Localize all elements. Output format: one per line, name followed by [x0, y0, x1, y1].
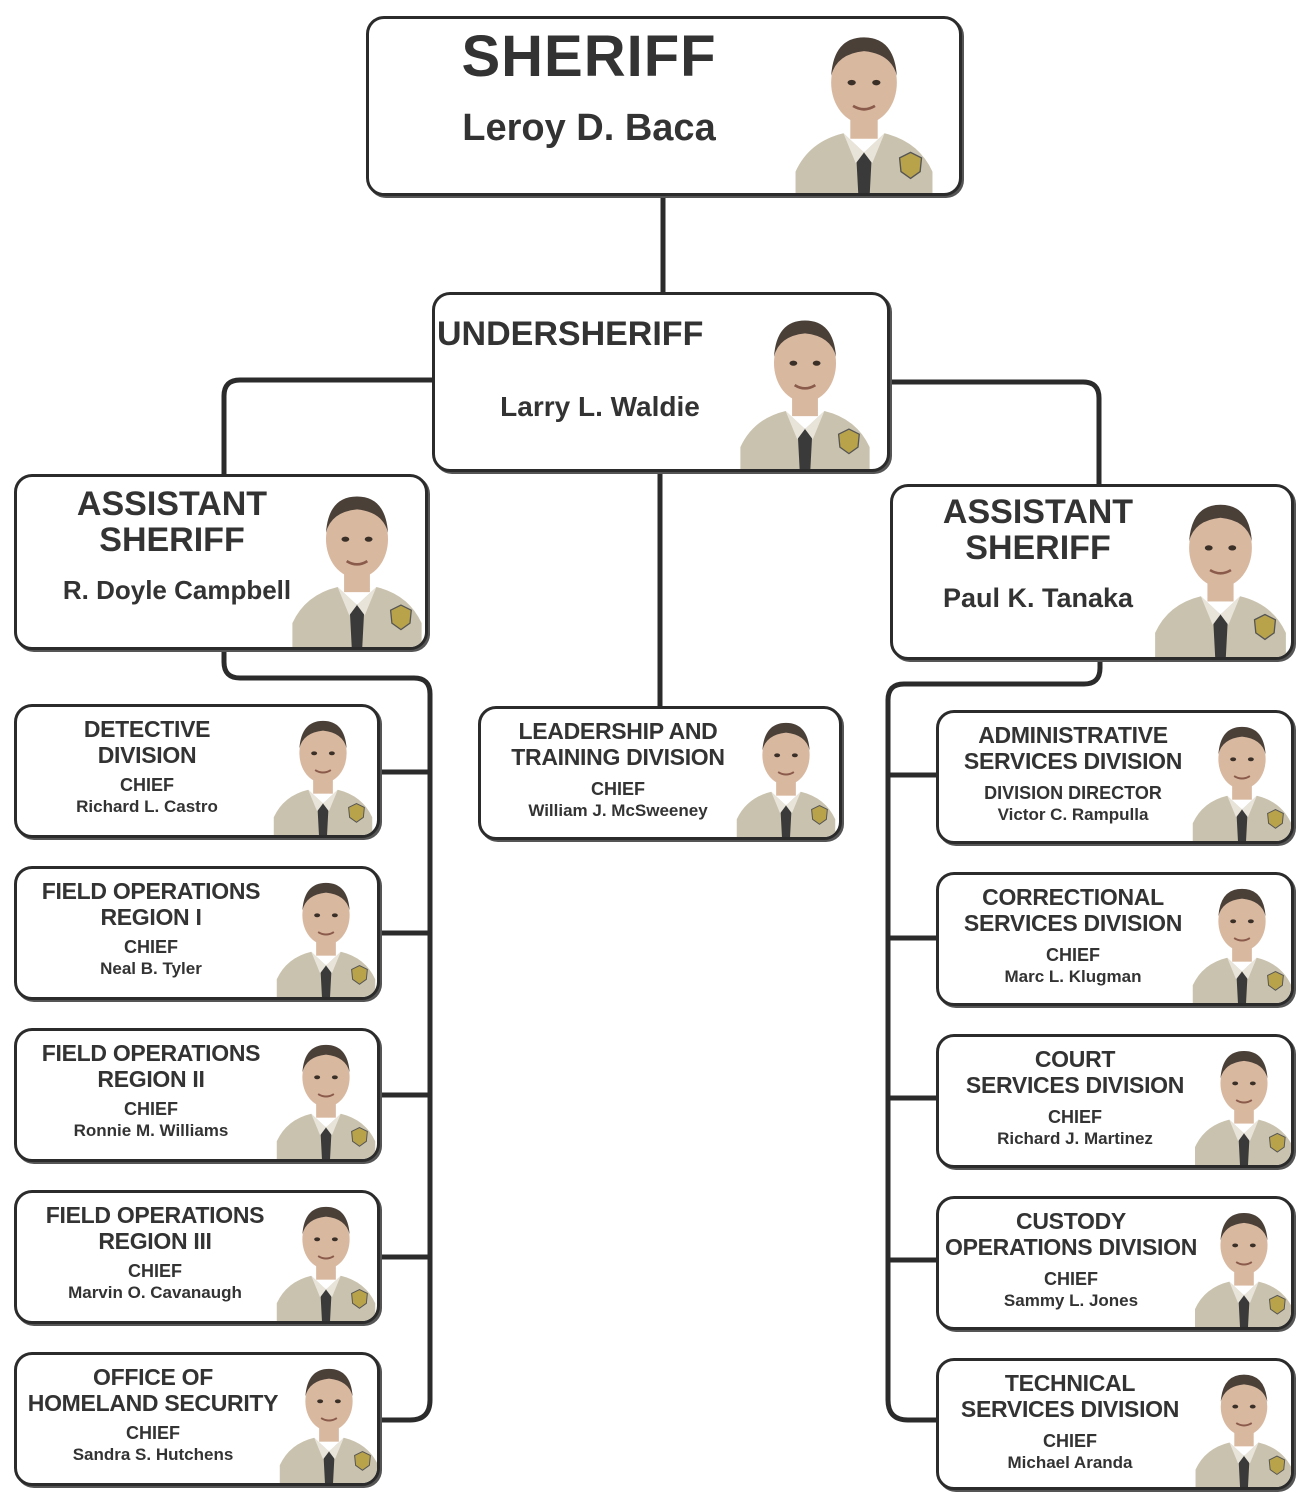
division-box-left-2: FIELD OPERATIONS REGION I CHIEF Neal B. … [14, 866, 380, 1000]
division-chief-name: Victor C. Rampulla [997, 805, 1149, 824]
division-portrait [1195, 1201, 1293, 1329]
leadership-line1: LEADERSHIP AND [518, 718, 718, 744]
division-box-left-4: FIELD OPERATIONS REGION III CHIEF Marvin… [14, 1190, 380, 1324]
undersheriff-name: Larry L. Waldie [500, 391, 700, 422]
division-chief-name: Ronnie M. Williams [73, 1121, 229, 1140]
division-portrait [1195, 1363, 1293, 1489]
division-portrait [267, 709, 379, 837]
division-box-right-2: CORRECTIONAL SERVICES DIVISION CHIEF Mar… [936, 872, 1294, 1006]
assistant-left-name: R. Doyle Campbell [62, 575, 292, 605]
connector-left-bus [221, 648, 433, 1423]
division-title-line2: SERVICES DIVISION [965, 1072, 1185, 1098]
division-chief-name: Sammy L. Jones [1003, 1291, 1139, 1310]
sheriff-portrait [774, 21, 954, 196]
connector-undersheriff-assistant-left [221, 377, 434, 475]
division-role: DIVISION DIRECTOR [984, 783, 1162, 803]
undersheriff-portrait [725, 305, 885, 472]
division-box-left-5: OFFICE OF HOMELAND SECURITY CHIEF Sandra… [14, 1352, 380, 1486]
division-title-line2: SERVICES DIVISION [963, 910, 1183, 936]
division-title-line2: REGION III [98, 1228, 212, 1254]
assistant-left-title-2: SHERIFF [99, 521, 245, 559]
division-portrait [272, 1195, 380, 1323]
division-title-line1: FIELD OPERATIONS [41, 878, 261, 904]
division-title-line2: OPERATIONS DIVISION [944, 1234, 1198, 1260]
division-title-line1: FIELD OPERATIONS [45, 1202, 265, 1228]
leadership-division-box: LEADERSHIP AND TRAINING DIVISION CHIEF W… [478, 706, 842, 840]
leadership-role: CHIEF [591, 779, 645, 799]
sheriff-title: SHERIFF [461, 24, 717, 89]
division-role: CHIEF [124, 1099, 178, 1119]
assistant-right-title-1: ASSISTANT [942, 493, 1134, 531]
division-title-line2: SERVICES DIVISION [960, 1396, 1180, 1422]
division-title-line1: CUSTODY [1016, 1208, 1126, 1234]
division-role: CHIEF [120, 775, 174, 795]
undersheriff-title: UNDERSHERIFF [437, 315, 704, 353]
division-portrait [272, 871, 380, 999]
division-box-right-1: ADMINISTRATIVE SERVICES DIVISION DIVISIO… [936, 710, 1294, 844]
leadership-portrait [731, 711, 841, 839]
division-role: CHIEF [124, 937, 178, 957]
assistant-left-title-1: ASSISTANT [76, 485, 268, 523]
connector-right-bus [885, 658, 1103, 1423]
division-role: CHIEF [1043, 1431, 1097, 1451]
division-role: CHIEF [1048, 1107, 1102, 1127]
sheriff-name: Leroy D. Baca [462, 107, 716, 149]
division-chief-name: Richard L. Castro [76, 797, 218, 816]
division-title-line2: REGION I [100, 904, 202, 930]
division-title-line1: OFFICE OF [93, 1364, 213, 1390]
division-chief-name: Sandra S. Hutchens [72, 1445, 234, 1464]
assistant-right-name: Paul K. Tanaka [942, 583, 1134, 613]
division-title-line2: REGION II [97, 1066, 205, 1092]
division-chief-name: Richard J. Martinez [997, 1129, 1153, 1148]
leadership-line2: TRAINING DIVISION [511, 744, 725, 770]
division-portrait [1191, 715, 1293, 843]
division-box-right-4: CUSTODY OPERATIONS DIVISION CHIEF Sammy … [936, 1196, 1294, 1330]
division-title-line1: COURT [1034, 1046, 1116, 1072]
division-portrait [272, 1033, 380, 1161]
division-title-line2: DIVISION [97, 742, 197, 768]
division-role: CHIEF [128, 1261, 182, 1281]
division-portrait [1191, 877, 1293, 1005]
division-chief-name: Michael Aranda [1007, 1453, 1133, 1472]
assistant-sheriff-left-box: ASSISTANT SHERIFF R. Doyle Campbell [14, 474, 428, 650]
division-title-line1: DETECTIVE [83, 716, 211, 742]
division-chief-name: Marvin O. Cavanaugh [68, 1283, 242, 1302]
division-box-left-3: FIELD OPERATIONS REGION II CHIEF Ronnie … [14, 1028, 380, 1162]
division-title-line1: CORRECTIONAL [982, 884, 1164, 910]
division-chief-name: Neal B. Tyler [100, 959, 202, 978]
division-portrait [279, 1357, 379, 1485]
division-chief-name: Marc L. Klugman [1004, 967, 1142, 986]
division-role: CHIEF [1046, 945, 1100, 965]
division-title-line1: TECHNICAL [1004, 1370, 1136, 1396]
connector-undersheriff-assistant-right [889, 379, 1102, 485]
sheriff-box: SHERIFF Leroy D. Baca [366, 16, 962, 196]
leadership-name: William J. McSweeney [528, 801, 708, 820]
division-portrait [1195, 1039, 1293, 1167]
assistant-left-portrait [287, 481, 427, 649]
division-role: CHIEF [126, 1423, 180, 1443]
assistant-right-title-2: SHERIFF [965, 529, 1111, 567]
division-title-line2: SERVICES DIVISION [963, 748, 1183, 774]
division-title-line1: FIELD OPERATIONS [41, 1040, 261, 1066]
division-title-line2: HOMELAND SECURITY [27, 1390, 279, 1416]
assistant-right-portrait [1148, 489, 1293, 659]
assistant-sheriff-right-box: ASSISTANT SHERIFF Paul K. Tanaka [890, 484, 1294, 660]
division-box-left-1: DETECTIVE DIVISION CHIEF Richard L. Cast… [14, 704, 380, 838]
division-box-right-5: TECHNICAL SERVICES DIVISION CHIEF Michae… [936, 1358, 1294, 1490]
undersheriff-box: UNDERSHERIFF Larry L. Waldie [432, 292, 890, 472]
division-box-right-3: COURT SERVICES DIVISION CHIEF Richard J.… [936, 1034, 1294, 1168]
division-title-line1: ADMINISTRATIVE [978, 722, 1168, 748]
division-role: CHIEF [1044, 1269, 1098, 1289]
